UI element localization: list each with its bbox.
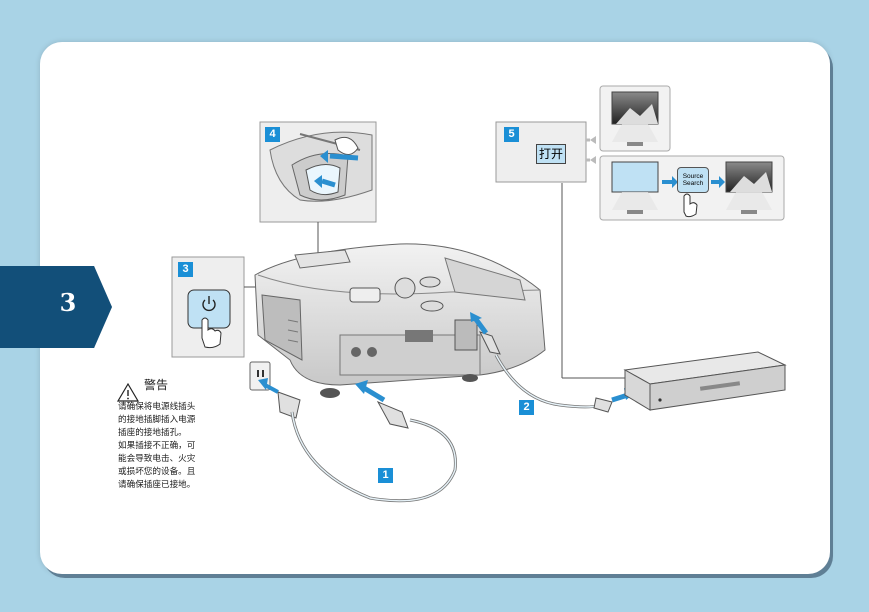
hand-icon bbox=[201, 317, 222, 349]
warning-box: 警告 请确保将电源线插头 的接地插脚插入电源 插座的接地插孔。 如果插接不正确，… bbox=[118, 376, 234, 492]
video-source-device bbox=[561, 183, 787, 411]
video-cable bbox=[470, 312, 635, 413]
step-badge-1: 1 bbox=[378, 468, 393, 483]
power-on-label: 打开 bbox=[536, 144, 566, 164]
source-search-line-2: Search bbox=[682, 180, 704, 187]
section-number: 3 bbox=[59, 288, 77, 317]
warning-line: 请确保将电源线插头 bbox=[118, 402, 196, 412]
warning-line: 请确保插座已接地。 bbox=[118, 480, 196, 490]
warning-line: 或损坏您的设备。且 bbox=[118, 467, 196, 477]
warning-line: 插座的接地插孔。 bbox=[118, 428, 187, 438]
warning-line: 如果插接不正确，可 bbox=[118, 441, 196, 451]
screen-result-top bbox=[599, 85, 671, 152]
projector bbox=[254, 243, 546, 398]
power-icon bbox=[202, 296, 216, 312]
step-badge-2: 2 bbox=[519, 400, 534, 415]
step-badge-3: 3 bbox=[178, 262, 193, 277]
arrow-right-icon bbox=[662, 176, 678, 188]
source-search-line-1: Source bbox=[682, 173, 704, 180]
step-badge-5: 5 bbox=[504, 127, 519, 142]
lens-cover-inset bbox=[259, 121, 377, 255]
warning-icon bbox=[116, 382, 140, 402]
warning-body: 请确保将电源线插头 的接地插脚插入电源 插座的接地插孔。 如果插接不正确，可 能… bbox=[118, 401, 234, 492]
warning-line: 的接地插脚插入电源 bbox=[118, 415, 196, 425]
section-tab: 3 bbox=[0, 266, 112, 348]
warning-title: 警告 bbox=[144, 378, 169, 392]
source-search-button: Source Search bbox=[677, 167, 709, 193]
step-badge-4: 4 bbox=[265, 127, 280, 142]
warning-line: 能会导致电击、火灾 bbox=[118, 454, 196, 464]
arrow-plug-icon bbox=[264, 383, 279, 394]
power-cord bbox=[249, 361, 457, 503]
arrow-left-icon bbox=[329, 153, 359, 161]
